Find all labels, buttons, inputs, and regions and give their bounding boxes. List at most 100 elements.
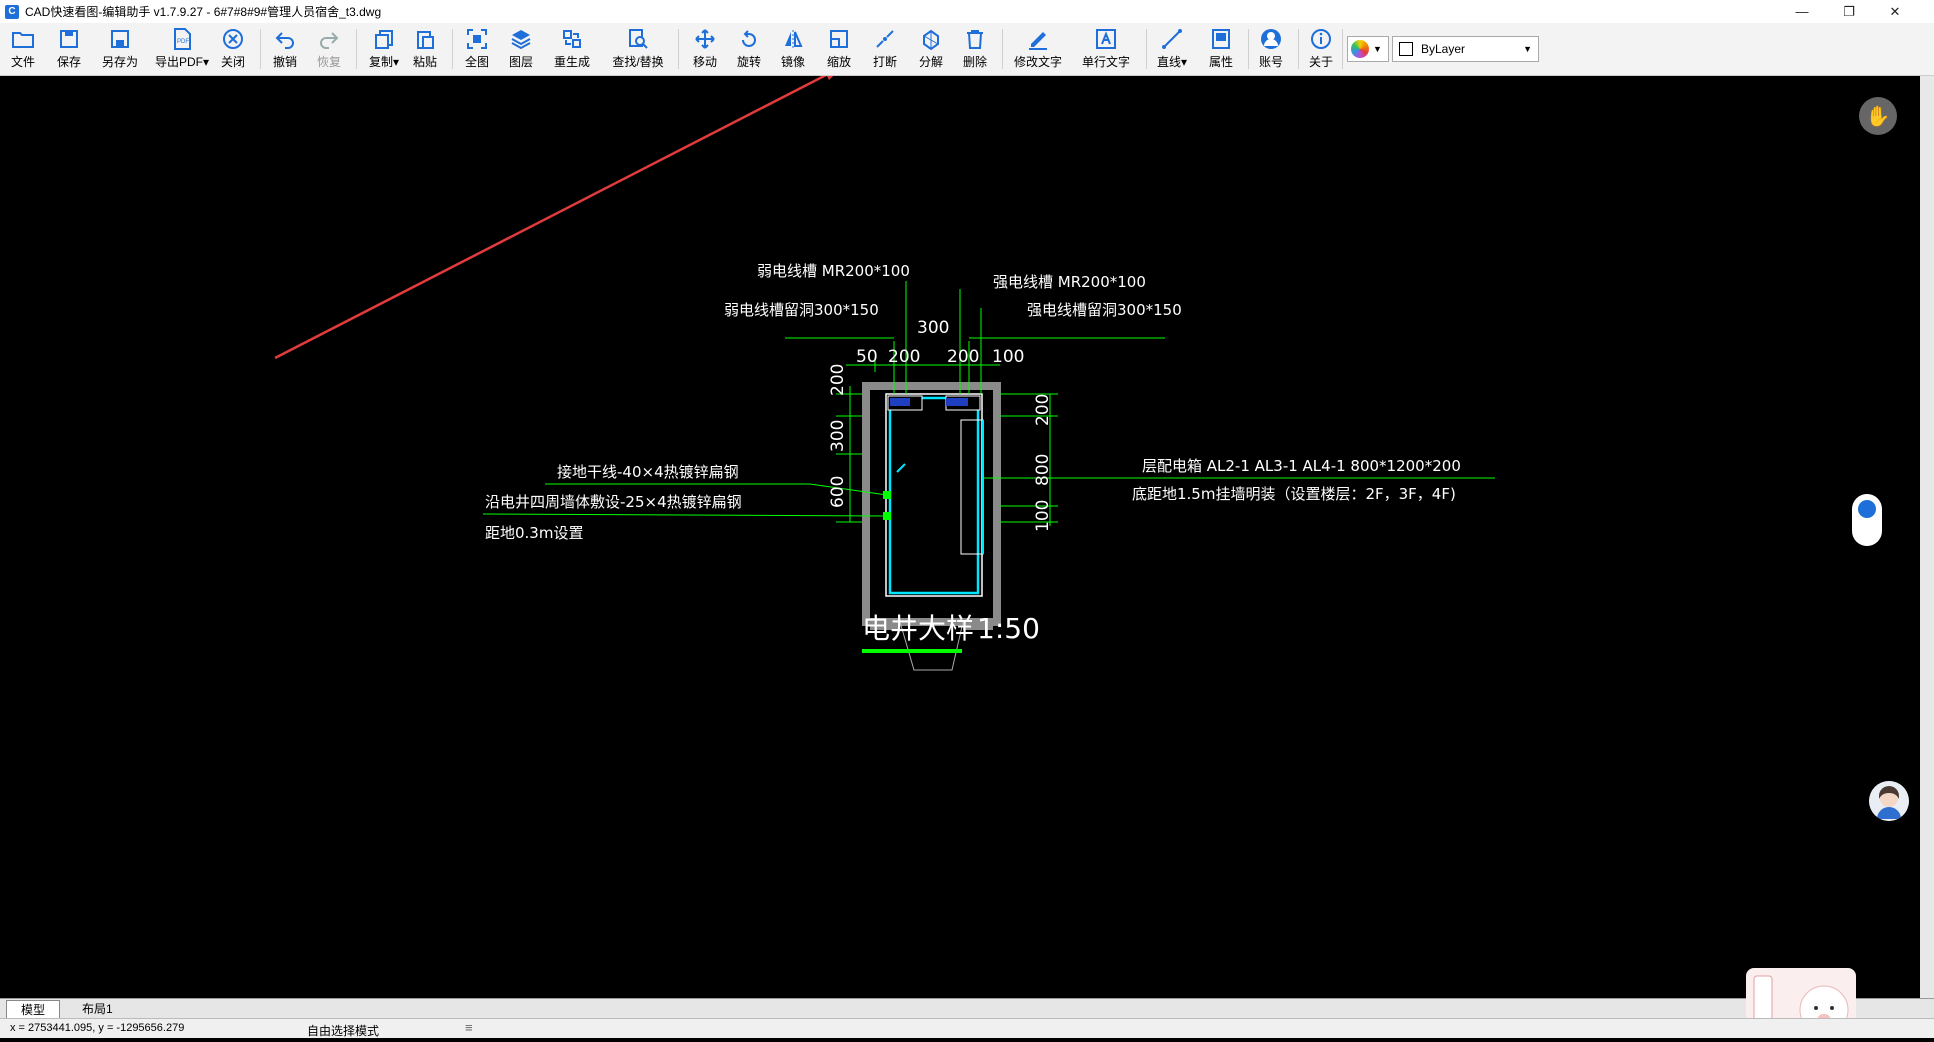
dim-top-label: 100 — [992, 347, 1024, 367]
delete-button[interactable]: 删除 — [960, 26, 990, 72]
save-label: 保存 — [56, 55, 81, 69]
dim-right-label: 100 — [1033, 500, 1053, 532]
about-button[interactable]: 关于 — [1306, 26, 1336, 72]
copy-label: 复制▾ — [368, 55, 400, 69]
toolbar-divider — [356, 29, 357, 69]
mirror-label: 镜像 — [780, 55, 805, 69]
account-label: 账号 — [1258, 55, 1283, 69]
save-button[interactable]: 保存 — [52, 26, 86, 72]
explode-button[interactable]: 分解 — [916, 26, 946, 72]
rotate-label: 旋转 — [736, 55, 761, 69]
line-icon — [1161, 26, 1183, 52]
dim-right-label: 800 — [1033, 454, 1053, 486]
shaft-walls — [862, 382, 1001, 671]
break-icon — [874, 26, 896, 52]
color-swatch — [1399, 42, 1413, 56]
account-button[interactable]: 账号 — [1256, 26, 1286, 72]
drawing-canvas[interactable]: 弱电线槽 MR200*100 弱电线槽留洞300*150 强电线槽 MR200*… — [0, 76, 1920, 998]
undo-button[interactable]: 撤销 — [270, 26, 300, 72]
grounding-wall-label: 沿电井四周墙体敷设-25×4热镀锌扁钢 — [485, 493, 742, 511]
tab-layout1[interactable]: 布局1 — [82, 1002, 113, 1016]
grounding-height-label: 距地0.3m设置 — [485, 524, 583, 542]
edit-text-label: 修改文字 — [1013, 55, 1062, 69]
layer-select-value: ByLayer — [1421, 42, 1466, 56]
paste-button[interactable]: 粘贴 — [410, 26, 440, 72]
rotate-button[interactable]: 旋转 — [734, 26, 764, 72]
properties-label: 属性 — [1208, 55, 1233, 69]
fit-all-button[interactable]: 全图 — [462, 26, 492, 72]
window-title: CAD快速看图-编辑助手 v1.7.9.27 - 6#7#8#9#管理人员宿舍_… — [25, 5, 382, 19]
mirror-icon — [782, 26, 804, 52]
find-replace-label: 查找/替换 — [612, 55, 664, 69]
break-button[interactable]: 打断 — [870, 26, 900, 72]
edit-text-icon — [1027, 26, 1049, 52]
toolbar-divider — [678, 29, 679, 69]
app-logo-icon: C — [5, 4, 19, 19]
layout-tabs: 模型 布局1 — [0, 998, 1934, 1019]
restore-icon[interactable]: ❐ — [1843, 3, 1855, 19]
layers-icon — [510, 26, 532, 52]
color-wheel-icon — [1351, 40, 1369, 58]
account-icon — [1260, 26, 1282, 52]
mirror-button[interactable]: 镜像 — [778, 26, 808, 72]
close-icon[interactable]: ✕ — [1889, 3, 1901, 19]
pan-hand-icon: ✋ — [1865, 105, 1891, 128]
line-button[interactable]: 直线▾ — [1154, 26, 1190, 72]
weak-hole-label: 弱电线槽留洞300*150 — [724, 301, 879, 319]
redo-icon — [318, 26, 340, 52]
pan-hand-button[interactable]: ✋ — [1859, 97, 1897, 135]
export-pdf-button[interactable]: PDF 导出PDF▾ — [154, 26, 210, 72]
color-select[interactable]: ▼ — [1347, 36, 1389, 62]
location-widget[interactable] — [1852, 494, 1882, 546]
annotation-arrow — [274, 76, 834, 360]
undo-icon — [274, 26, 296, 52]
edit-text-button[interactable]: 修改文字 — [1012, 26, 1064, 72]
properties-button[interactable]: 属性 — [1206, 26, 1236, 72]
layers-button[interactable]: 图层 — [506, 26, 536, 72]
assistant-avatar-button[interactable] — [1869, 781, 1909, 821]
delete-icon — [964, 26, 986, 52]
menu-icon[interactable]: ≡ — [465, 1020, 473, 1035]
save-as-button[interactable]: 另存为 — [100, 26, 140, 72]
single-line-text-button[interactable]: 单行文字 — [1080, 26, 1132, 72]
copy-button[interactable]: 复制▾ — [366, 26, 402, 72]
chevron-down-icon: ▼ — [1373, 44, 1382, 54]
close-file-button[interactable]: 关闭 — [218, 26, 248, 72]
save-icon — [58, 26, 80, 52]
explode-label: 分解 — [918, 55, 943, 69]
assistant-avatar-icon — [1869, 781, 1909, 821]
regen-button[interactable]: 重生成 — [552, 26, 592, 72]
dim-left-label: 600 — [828, 476, 848, 508]
delete-label: 删除 — [962, 55, 987, 69]
find-replace-button[interactable]: 查找/替换 — [610, 26, 666, 72]
scale-button[interactable]: 缩放 — [824, 26, 854, 72]
minimize-icon[interactable]: — — [1795, 4, 1809, 19]
scale-icon — [828, 26, 850, 52]
properties-icon — [1210, 26, 1232, 52]
toolbar-divider — [1146, 29, 1147, 69]
tab-model[interactable]: 模型 — [6, 1000, 61, 1019]
move-icon — [694, 26, 716, 52]
undo-label: 撤销 — [272, 55, 297, 69]
explode-icon — [920, 26, 942, 52]
drawing-title: 电井大样 — [862, 612, 974, 645]
vertical-scrollbar[interactable] — [1920, 76, 1934, 998]
regen-icon — [561, 26, 583, 52]
layer-select[interactable]: ByLayer ▼ — [1392, 36, 1539, 62]
close-file-label: 关闭 — [220, 55, 245, 69]
save-as-icon — [109, 26, 131, 52]
move-label: 移动 — [692, 55, 717, 69]
toolbar-divider — [452, 29, 453, 69]
redo-button[interactable]: 恢复 — [314, 26, 344, 72]
selection-mode[interactable]: 自由选择模式 — [307, 1024, 380, 1038]
fit-all-icon — [466, 26, 488, 52]
move-button[interactable]: 移动 — [690, 26, 720, 72]
export-pdf-label: 导出PDF▾ — [154, 55, 210, 69]
panel-label-line2: 底距地1.5m挂墙明装（设置楼层：2F，3F，4F) — [1132, 485, 1456, 503]
file-button[interactable]: 文件 — [6, 26, 40, 72]
toolbar-divider — [1002, 29, 1003, 69]
save-as-label: 另存为 — [101, 55, 138, 69]
dim-top-label: 200 — [947, 347, 979, 367]
copy-icon — [373, 26, 395, 52]
strong-hole-label: 强电线槽留洞300*150 — [1027, 301, 1182, 319]
